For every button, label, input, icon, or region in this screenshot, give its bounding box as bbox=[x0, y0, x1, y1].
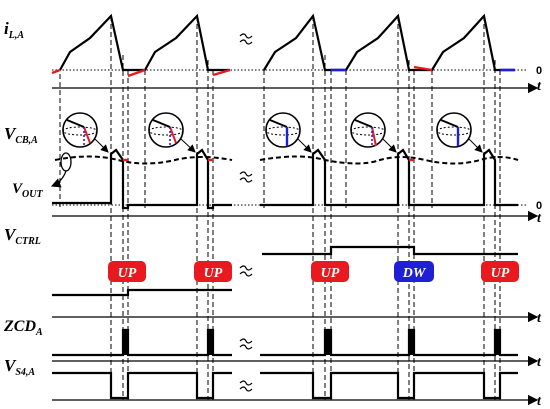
label-vs4: VS4,A bbox=[4, 356, 35, 378]
zcd-pulse-2 bbox=[208, 330, 213, 355]
vout-dashed-left bbox=[54, 155, 233, 165]
il-red-segment-3 bbox=[212, 68, 231, 77]
zoom-circle-1 bbox=[62, 112, 109, 153]
zoom-circle-3 bbox=[265, 112, 312, 153]
il-zero-label: 0 bbox=[536, 65, 542, 77]
zoom-circle-5 bbox=[436, 112, 483, 153]
t-label-vs4: t bbox=[537, 394, 542, 409]
badge-up-1: UP bbox=[108, 261, 146, 282]
badge-up-2: UP bbox=[194, 261, 232, 282]
zcd-pulse-1 bbox=[123, 330, 128, 355]
label-il: iL,A bbox=[4, 19, 24, 41]
vcb-zero-label: 0 bbox=[536, 200, 542, 212]
vctrl-waveform-right bbox=[262, 245, 518, 256]
t-label-zcd: t bbox=[537, 355, 542, 370]
t-label-vcb: t bbox=[537, 211, 542, 226]
zcd-pulse-5 bbox=[495, 330, 500, 355]
svg-text:UP: UP bbox=[321, 266, 340, 281]
il-red-segment-2 bbox=[127, 68, 146, 78]
svg-text:DW: DW bbox=[402, 266, 427, 281]
il-waveform-right bbox=[263, 13, 515, 72]
t-label-il: t bbox=[537, 79, 542, 94]
label-vcb: VCB,A bbox=[4, 124, 38, 146]
badge-up-3: UP bbox=[311, 261, 349, 282]
label-vout: VOUT bbox=[12, 181, 43, 200]
zcd-waveform-right bbox=[260, 328, 518, 357]
axis-break-marks bbox=[239, 33, 253, 392]
vcb-waveform-left bbox=[52, 148, 232, 210]
vctrl-waveform-left bbox=[52, 288, 232, 297]
badge-up-4: UP bbox=[481, 261, 519, 282]
svg-text:UP: UP bbox=[118, 266, 137, 281]
zcd-pulse-4 bbox=[409, 330, 414, 355]
badge-dw: DW bbox=[394, 261, 434, 282]
zcd-waveform-left bbox=[52, 328, 232, 357]
svg-text:UP: UP bbox=[204, 266, 223, 281]
il-waveform-left bbox=[59, 13, 230, 72]
vout-pointer bbox=[50, 152, 72, 188]
vs4-waveform-left bbox=[52, 371, 232, 400]
il-red-segment-1 bbox=[51, 68, 61, 75]
label-zcd: ZCDA bbox=[3, 318, 43, 338]
vcb-waveform-right bbox=[260, 148, 518, 207]
zoom-circle-4 bbox=[350, 112, 397, 153]
time-axes bbox=[52, 82, 539, 406]
il-red-segment-4 bbox=[413, 65, 433, 72]
zoom-circle-2 bbox=[148, 112, 196, 153]
label-vctrl: VCTRL bbox=[4, 225, 41, 247]
t-label-vctrl: t bbox=[537, 311, 542, 326]
vout-dashed-right bbox=[259, 155, 519, 165]
zcd-pulse-3 bbox=[325, 330, 331, 355]
svg-text:UP: UP bbox=[491, 266, 510, 281]
vs4-waveform-right bbox=[260, 371, 518, 400]
